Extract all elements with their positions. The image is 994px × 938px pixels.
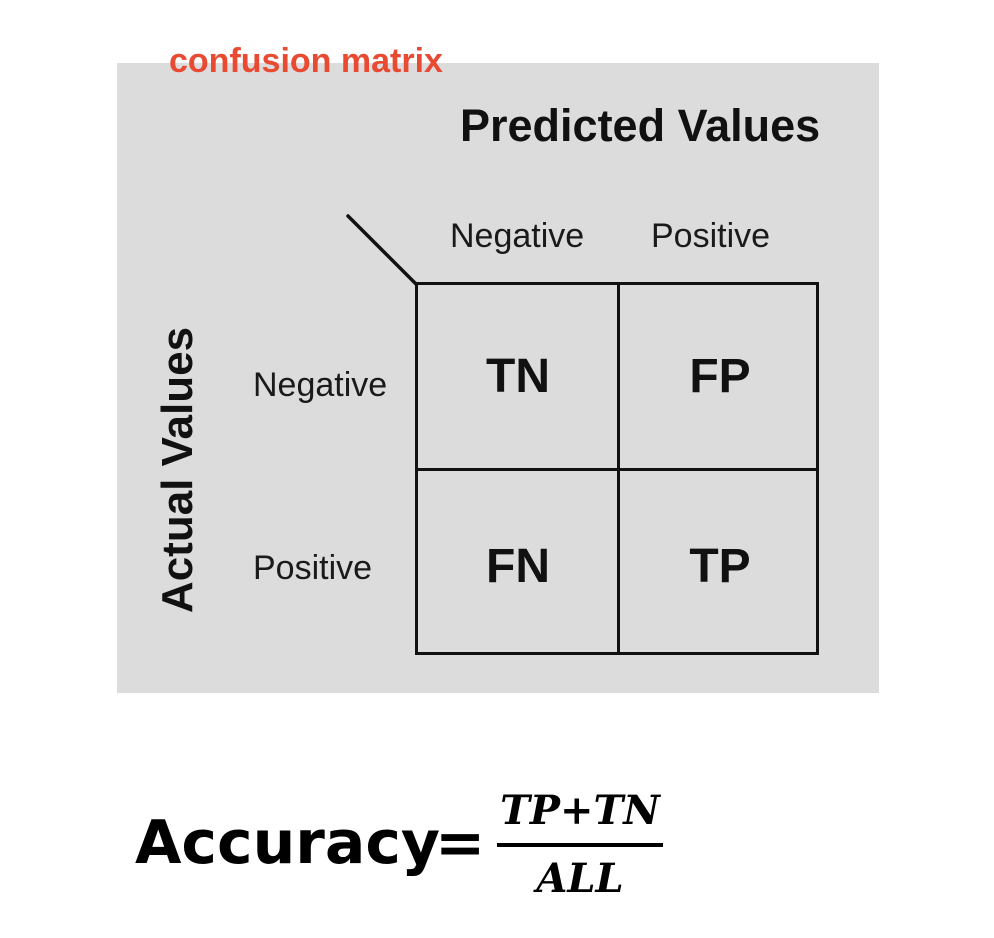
formula-denominator: ALL <box>536 855 624 902</box>
predicted-values-title: Predicted Values <box>460 100 821 151</box>
cell-false-positive: FP <box>689 350 751 403</box>
caption: confusion matrix <box>169 42 443 80</box>
row-label-negative: Negative <box>253 366 388 404</box>
matrix-panel <box>117 63 879 693</box>
cell-true-positive: TP <box>689 540 751 593</box>
accuracy-label: Accuracy <box>135 808 441 878</box>
actual-values-title: Actual Values <box>153 326 202 614</box>
confusion-matrix-grid: TN FP FN TP <box>415 282 819 655</box>
grid-horizontal-divider <box>418 468 816 471</box>
equals-sign: = <box>435 808 486 878</box>
formula-numerator: TP+TN <box>500 787 660 834</box>
row-label-positive: Positive <box>253 549 373 587</box>
cell-false-negative: FN <box>486 540 550 593</box>
column-label-negative: Negative <box>450 217 585 255</box>
cell-true-negative: TN <box>486 350 550 403</box>
column-label-positive: Positive <box>651 217 771 255</box>
fraction-bar <box>497 843 663 847</box>
